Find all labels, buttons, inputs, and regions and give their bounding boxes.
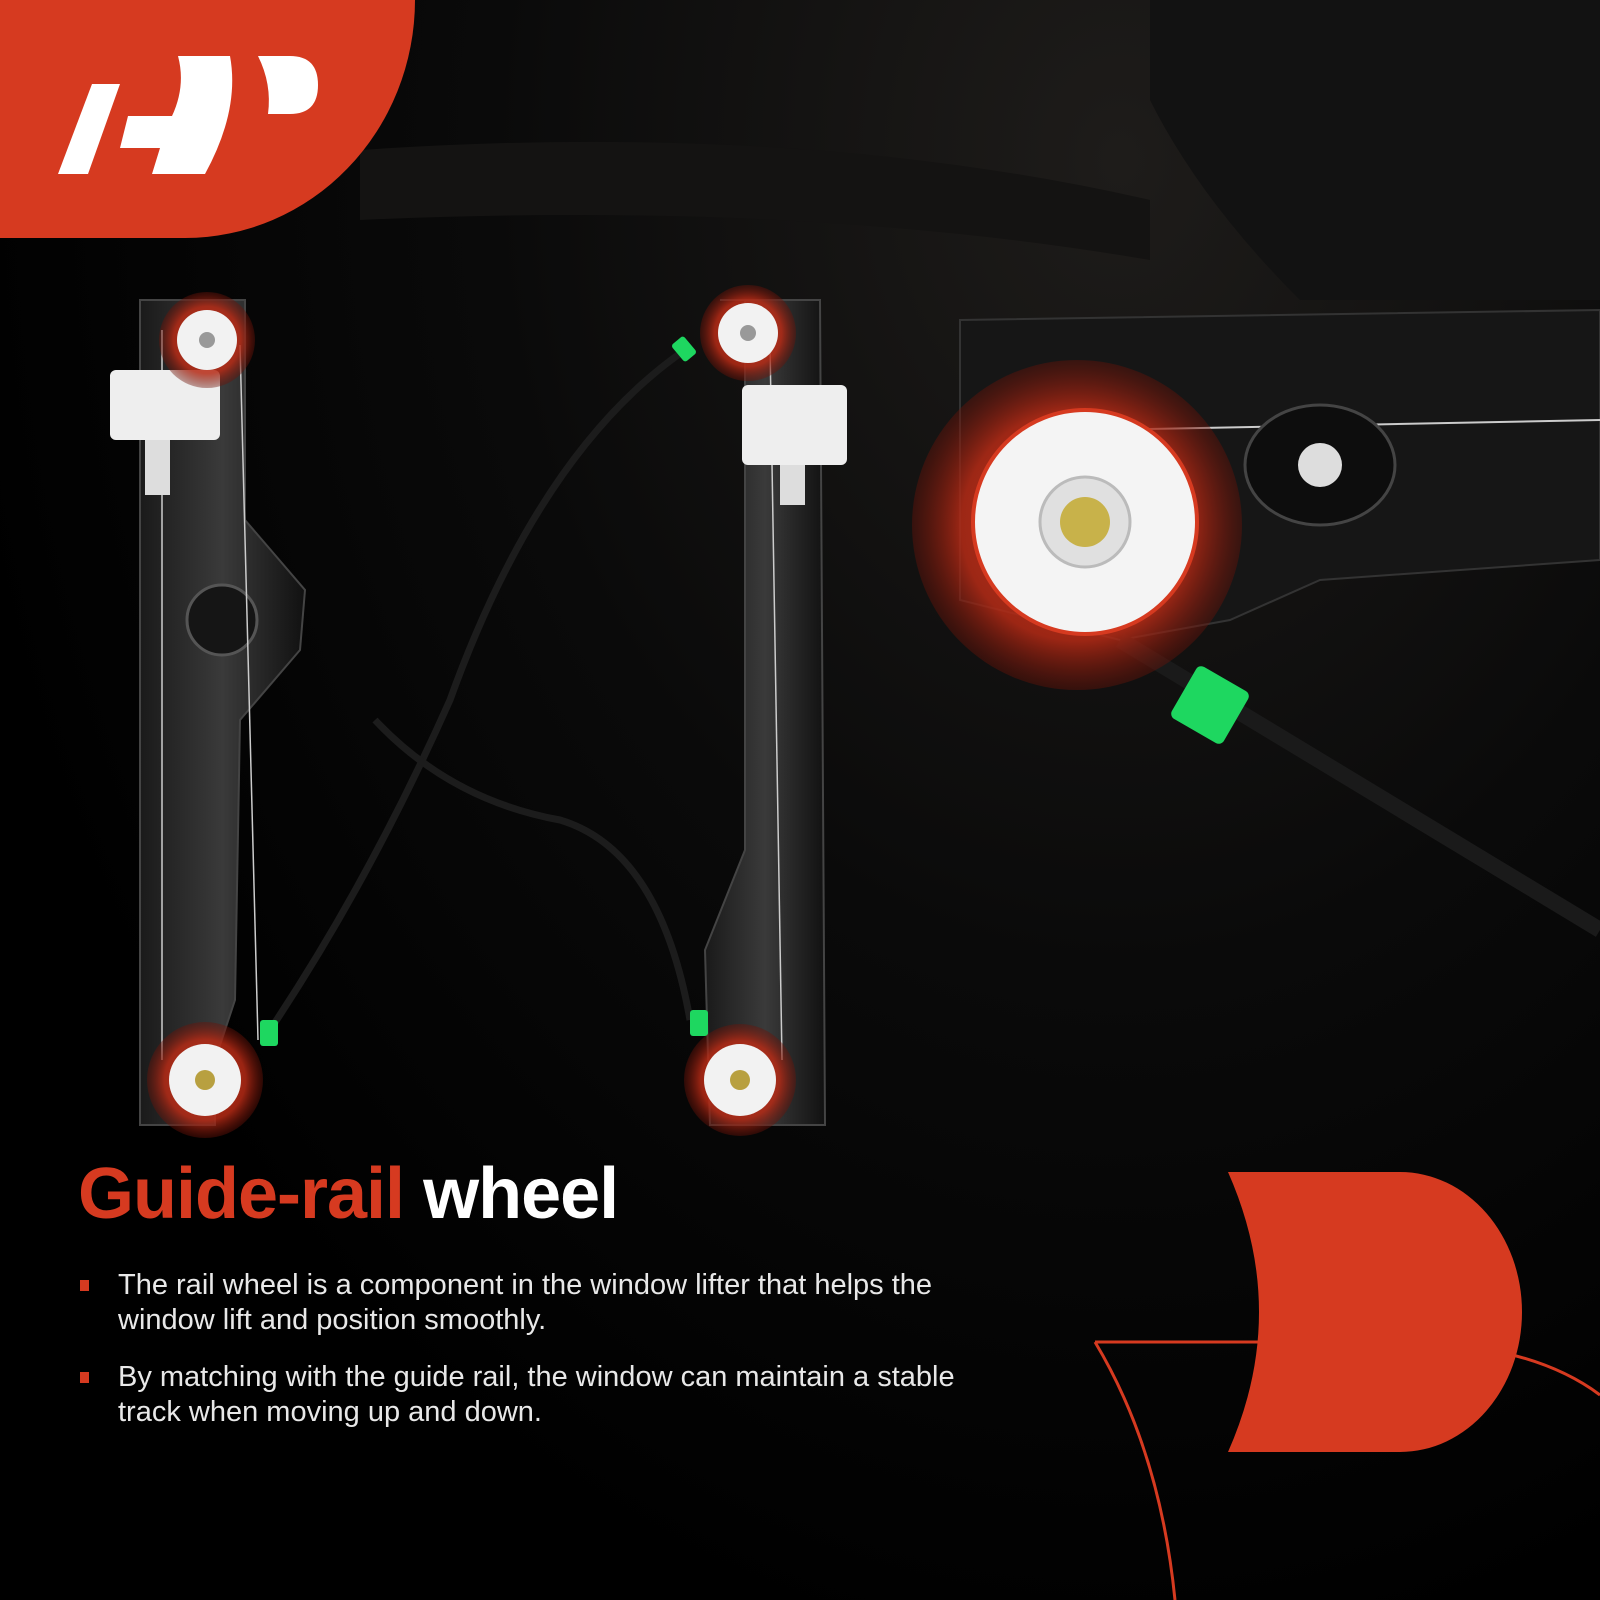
bullet-item: The rail wheel is a component in the win… [78, 1268, 958, 1338]
wheel-bottom-right [684, 1024, 796, 1136]
headline-accent: Guide-rail [78, 1154, 405, 1234]
bullet-item: By matching with the guide rail, the win… [78, 1360, 958, 1430]
left-guide-rail [110, 299, 307, 1126]
cables [267, 347, 694, 1032]
cable-end-caps [260, 336, 708, 1046]
wheel-highlights [147, 285, 796, 1138]
wheel-bottom-left [147, 1022, 263, 1138]
car-interior-shadow [360, 141, 1150, 260]
bullet-square-icon [80, 1280, 89, 1291]
window-clip [110, 370, 220, 440]
feature-bullets: The rail wheel is a component in the win… [78, 1268, 958, 1452]
headline: Guide-rail wheel [78, 1158, 619, 1230]
brand-logo-mark [58, 56, 318, 174]
bullet-text: The rail wheel is a component in the win… [118, 1269, 933, 1336]
car-door-frame [1150, 0, 1600, 300]
wheel-closeup [912, 308, 1600, 937]
wheel-top-left [159, 292, 255, 388]
wheel-top-right [700, 285, 796, 381]
decorative-d-shape [1228, 1172, 1522, 1452]
headline-plain: wheel [423, 1154, 619, 1234]
motor-mount [185, 583, 259, 657]
cable-end-cap-closeup [1171, 666, 1249, 744]
window-clip [742, 385, 847, 465]
decorative-arc [1093, 1341, 1177, 1600]
brand-logo [0, 0, 415, 238]
bullet-square-icon [80, 1372, 89, 1383]
right-guide-rail [703, 299, 847, 1126]
bullet-text: By matching with the guide rail, the win… [118, 1361, 955, 1428]
